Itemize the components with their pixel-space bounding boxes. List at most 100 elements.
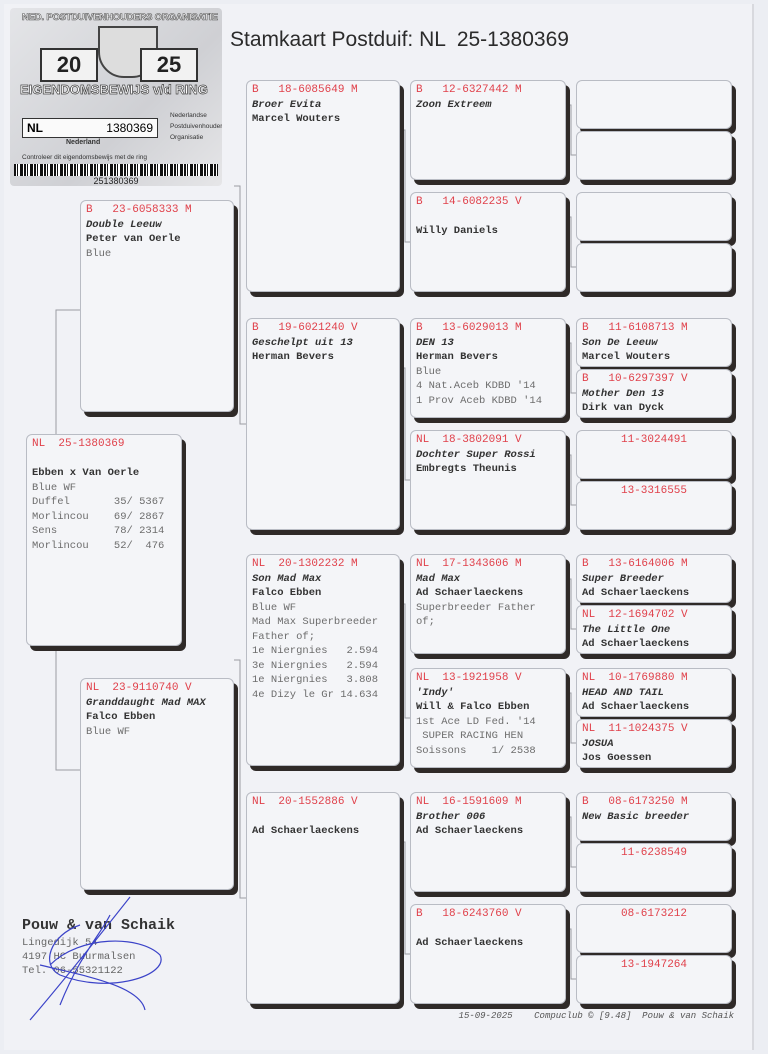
ring-card-number-box: NL 1380369 (22, 118, 158, 138)
pigeon-name: Broer Evita (252, 98, 322, 111)
pigeon-name: Granddaught Mad MAX (86, 696, 206, 709)
ring-ownership-card: NED. POSTDUIVENHOUDERS ORGANISATIE 20 25… (10, 8, 222, 186)
owner-name: Ad Schaerlaeckens (416, 587, 524, 599)
pigeon-name (252, 810, 394, 825)
ring-country: B (252, 84, 259, 96)
ring-id: 11-6108713 (608, 322, 675, 334)
info-line: Superbreeder Father (416, 601, 536, 614)
ring-number: NL 23-9110740 V (86, 681, 228, 696)
ring-number: NL 17-1343606 M (416, 557, 560, 572)
card-gen5[interactable]: 11-6238549 (576, 843, 732, 892)
owner-name: Falco Ebben (86, 711, 156, 723)
owner-name: Dirk van Dyck (582, 402, 664, 414)
ring-id: 11-6238549 (620, 847, 687, 859)
card-gen5[interactable] (576, 80, 732, 129)
ring-card-org: NED. POSTDUIVENHOUDERS ORGANISATIE (22, 12, 219, 24)
ring-id: 10-6297397 (608, 373, 675, 385)
signature (29, 896, 162, 1021)
sex-marker: M (681, 322, 688, 334)
owner-name: Herman Bevers (252, 351, 334, 363)
info-line: Mad Max Superbreeder (252, 616, 379, 628)
card-gen5[interactable] (576, 243, 732, 292)
ring-id: 10-1769880 (608, 672, 675, 684)
ring-card-year-left: 20 (40, 48, 98, 82)
ring-country: B (582, 558, 589, 570)
ring-country: B (416, 322, 423, 334)
info-line: Blue (416, 365, 442, 378)
info-line: SUPER RACING HEN (416, 730, 524, 742)
pigeon-name (32, 452, 176, 467)
sex-marker: V (681, 373, 688, 385)
ring-card-number: 1380369 (106, 121, 153, 135)
card-gen5[interactable]: 08-6173212 (576, 904, 732, 953)
ring-number: B 10-6297397 V (582, 372, 726, 387)
ring-country: NL (252, 796, 266, 808)
card-gen5[interactable]: 11-3024491 (576, 430, 732, 479)
card-gen5[interactable] (576, 131, 732, 180)
ring-id: 19-6021240 (278, 322, 345, 334)
sex-marker: V (185, 682, 192, 694)
ring-id: 13-6029013 (442, 322, 509, 334)
ring-number: 13-3316555 (582, 484, 726, 499)
ring-country: NL (416, 434, 430, 446)
pigeon-name: Brother 006 (416, 810, 486, 823)
sex-marker: M (515, 322, 522, 334)
ring-number: NL 10-1769880 M (582, 671, 726, 686)
sex-marker: V (515, 434, 522, 446)
sex-marker: V (681, 723, 688, 735)
ring-number: B 19-6021240 V (252, 321, 394, 336)
owner-name: Marcel Wouters (582, 351, 671, 363)
card-gen5[interactable]: 13-1947264 (576, 955, 732, 1004)
sex-marker: V (681, 609, 688, 621)
ring-country: B (86, 204, 93, 216)
pigeon-name: Son De Leeuw (582, 336, 658, 349)
info-line: Blue (86, 247, 112, 260)
ring-country: NL (32, 438, 46, 450)
ring-id: 11-1024375 (608, 723, 675, 735)
ring-country: NL (252, 558, 266, 570)
owner-name: Ebben x Van Oerle (32, 467, 140, 479)
card-gen5[interactable] (576, 192, 732, 241)
sex-marker: M (681, 796, 688, 808)
ring-number: B 08-6173250 M (582, 795, 726, 810)
barcode (14, 164, 218, 176)
ring-country: B (252, 322, 259, 334)
breeder-block: Pouw & van Schaik Lingedijk 54 4197 HC B… (22, 916, 175, 978)
ring-number: B 18-6085649 M (252, 83, 394, 98)
pigeon-name: 'Indy' (416, 686, 454, 699)
pigeon-name (416, 210, 560, 225)
ring-id: 18-6243760 (442, 908, 509, 920)
sex-marker: V (515, 908, 522, 920)
ring-id: 13-1947264 (620, 959, 687, 971)
ring-id: 12-1694702 (608, 609, 675, 621)
ring-number: NL 25-1380369 (32, 437, 176, 452)
info-line: 1e Niergnies 3.808 (252, 674, 379, 686)
ring-card-country: NL (27, 121, 43, 135)
ring-country: B (416, 196, 423, 208)
ring-country: B (582, 796, 589, 808)
ring-number: 11-6238549 (582, 846, 726, 861)
card-gen5[interactable]: 13-3316555 (576, 481, 732, 530)
